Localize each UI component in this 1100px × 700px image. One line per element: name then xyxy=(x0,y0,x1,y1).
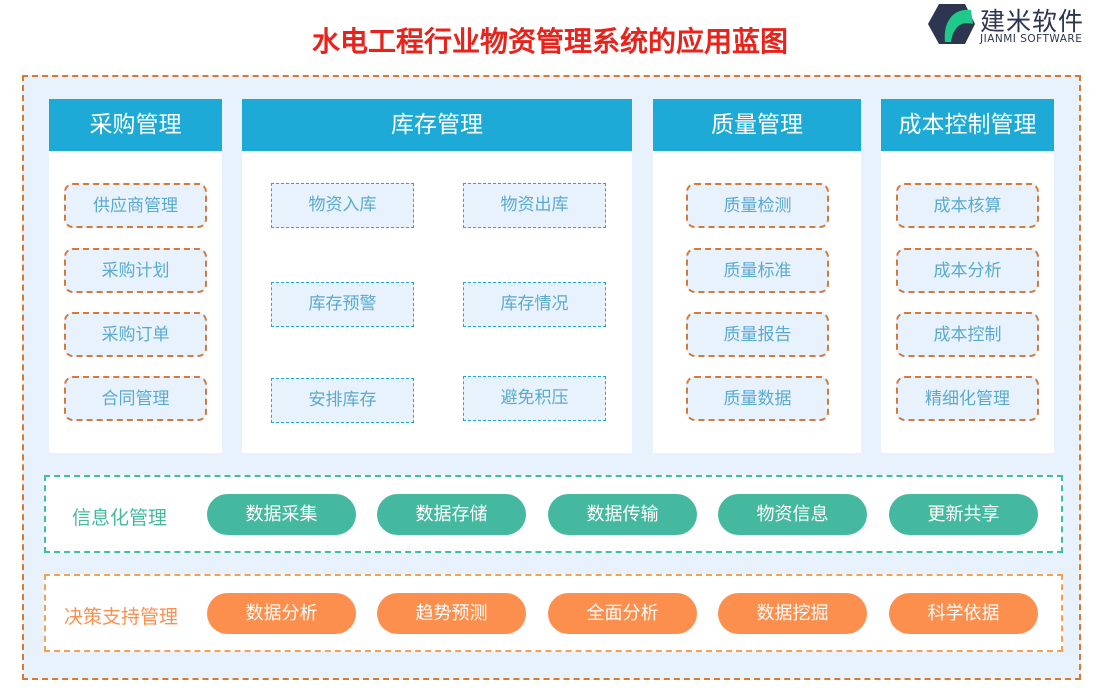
logo-icon xyxy=(928,4,975,44)
panel-header: 库存管理 xyxy=(242,99,632,151)
panel-cost-control: 成本控制管理 成本核算 成本分析 成本控制 精细化管理 xyxy=(881,99,1054,453)
module-item[interactable]: 精细化管理 xyxy=(896,376,1039,421)
panel-header: 采购管理 xyxy=(49,99,222,151)
logo-subtext: JIANMI SOFTWARE xyxy=(980,33,1083,45)
module-item[interactable]: 成本核算 xyxy=(896,183,1039,228)
module-item[interactable]: 质量标准 xyxy=(686,248,829,293)
module-item[interactable]: 安排库存 xyxy=(271,378,414,423)
panel-header: 质量管理 xyxy=(653,99,861,151)
info-pill[interactable]: 物资信息 xyxy=(718,494,867,535)
module-item[interactable]: 物资入库 xyxy=(271,183,414,228)
decision-pill[interactable]: 科学依据 xyxy=(889,593,1038,634)
module-item[interactable]: 避免积压 xyxy=(463,376,606,421)
module-item[interactable]: 质量报告 xyxy=(686,312,829,357)
info-pill[interactable]: 数据采集 xyxy=(207,494,356,535)
info-pill[interactable]: 更新共享 xyxy=(889,494,1038,535)
module-item[interactable]: 质量检测 xyxy=(686,183,829,228)
module-item[interactable]: 成本分析 xyxy=(896,248,1039,293)
decision-support-row: 决策支持管理 数据分析 趋势预测 全面分析 数据挖掘 科学依据 xyxy=(44,574,1063,652)
module-item[interactable]: 合同管理 xyxy=(64,376,207,421)
module-item[interactable]: 库存情况 xyxy=(463,282,606,327)
info-pill[interactable]: 数据传输 xyxy=(548,494,697,535)
module-item[interactable]: 供应商管理 xyxy=(64,183,207,228)
module-item[interactable]: 库存预警 xyxy=(271,282,414,327)
module-item[interactable]: 采购计划 xyxy=(64,248,207,293)
panel-procurement: 采购管理 供应商管理 采购计划 采购订单 合同管理 xyxy=(49,99,222,453)
logo-text: 建米软件 xyxy=(980,7,1085,36)
module-item[interactable]: 采购订单 xyxy=(64,312,207,357)
panel-inventory: 库存管理 物资入库 物资出库 库存预警 库存情况 安排库存 避免积压 xyxy=(242,99,632,453)
info-management-row: 信息化管理 数据采集 数据存储 数据传输 物资信息 更新共享 xyxy=(44,475,1063,553)
module-item[interactable]: 物资出库 xyxy=(463,183,606,228)
row-label: 决策支持管理 xyxy=(64,606,179,628)
logo: 建米软件 JIANMI SOFTWARE xyxy=(925,2,1100,47)
decision-pill[interactable]: 数据挖掘 xyxy=(718,593,867,634)
decision-pill[interactable]: 全面分析 xyxy=(548,593,697,634)
module-item[interactable]: 质量数据 xyxy=(686,376,829,421)
module-item[interactable]: 成本控制 xyxy=(896,312,1039,357)
decision-pill[interactable]: 趋势预测 xyxy=(377,593,526,634)
panel-quality: 质量管理 质量检测 质量标准 质量报告 质量数据 xyxy=(653,99,861,453)
decision-pill[interactable]: 数据分析 xyxy=(207,593,356,634)
row-label: 信息化管理 xyxy=(72,507,168,529)
info-pill[interactable]: 数据存储 xyxy=(377,494,526,535)
page-title: 水电工程行业物资管理系统的应用蓝图 xyxy=(311,25,788,58)
panel-header: 成本控制管理 xyxy=(881,99,1054,151)
